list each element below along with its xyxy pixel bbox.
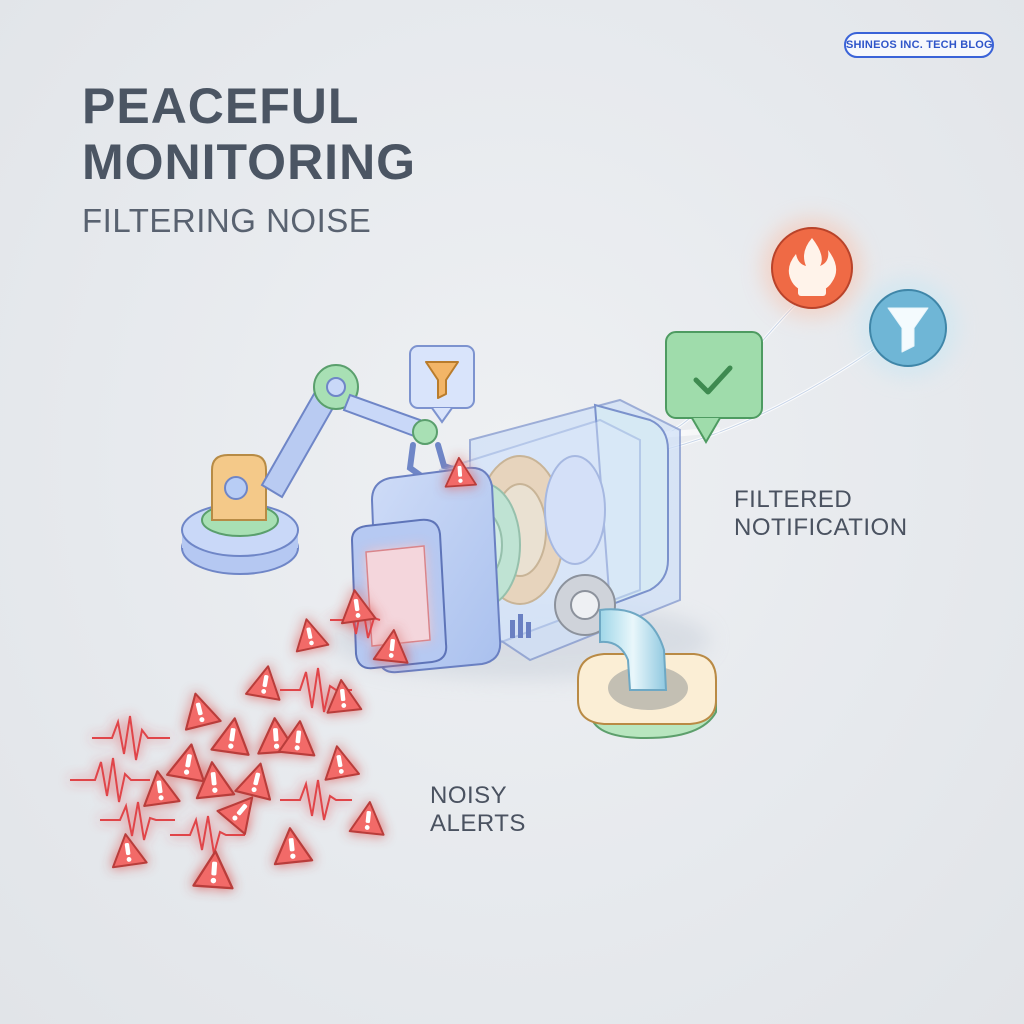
filtered-label-line-1: FILTERED [734, 486, 853, 513]
noisy-label-line-1: NOISY [430, 782, 508, 809]
fire-icon [762, 218, 862, 318]
filtered-notification-label: FILTERED NOTIFICATION [734, 486, 908, 542]
outlet-pipe [577, 608, 717, 740]
filtered-label-line-2: NOTIFICATION [734, 514, 908, 541]
page-title: PEACEFUL MONITORING [82, 78, 416, 190]
noisy-label-line-2: ALERTS [430, 810, 526, 837]
noisy-alerts-label: NOISY ALERTS [430, 782, 526, 838]
funnel-circle-icon [858, 278, 958, 378]
robot-arm-icon [181, 364, 459, 575]
noisy-alerts-pile [70, 455, 477, 890]
funnel-bubble-icon [409, 345, 475, 424]
page-subtitle: FILTERING NOISE [82, 202, 372, 239]
title-line-1: PEACEFUL [82, 78, 360, 134]
check-chat-bubble-icon [665, 331, 763, 444]
title-line-2: MONITORING [82, 134, 417, 190]
blog-badge: SHINEOS INC. TECH BLOG [844, 32, 994, 58]
